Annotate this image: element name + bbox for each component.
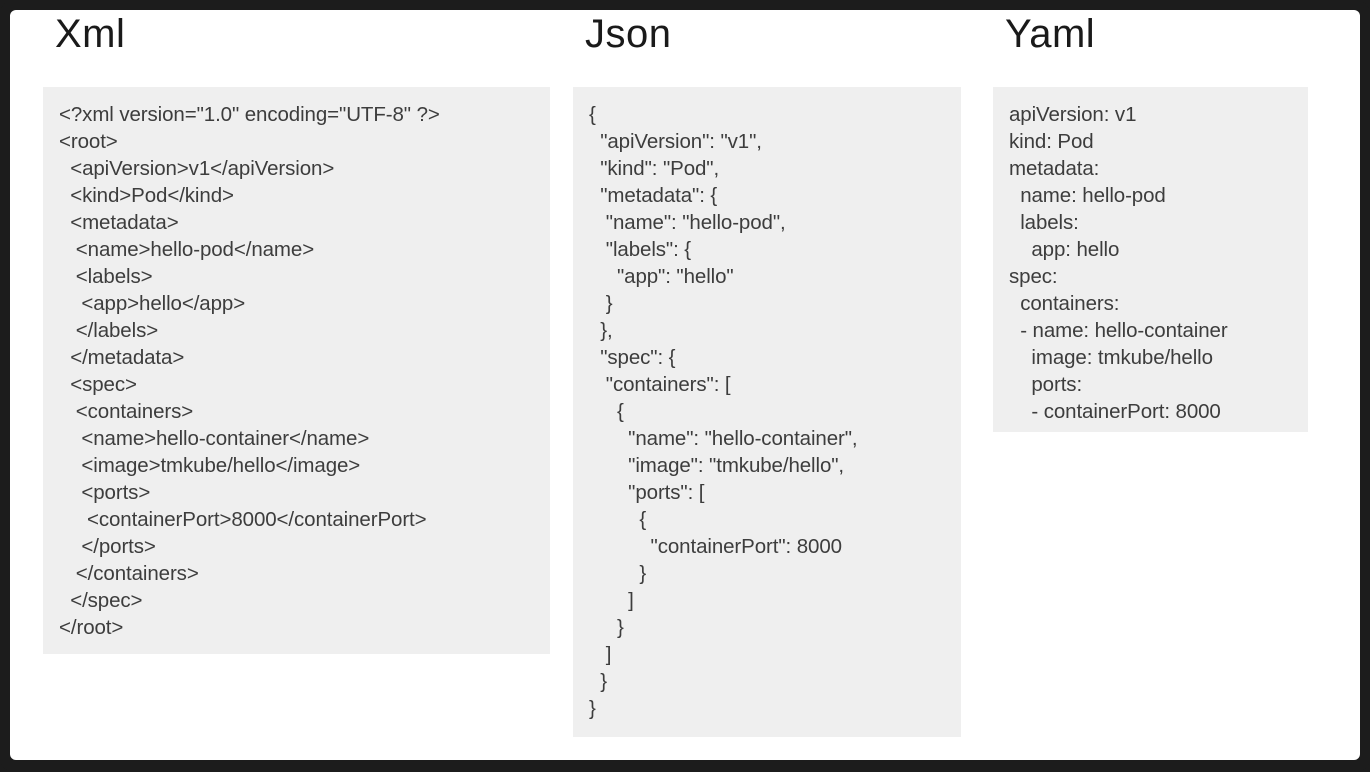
code-line: <spec>: [59, 373, 137, 396]
code-line: }: [589, 292, 613, 315]
code-line: metadata:: [1009, 157, 1100, 180]
column-heading-xml: Xml: [55, 12, 126, 56]
column-xml: Xml <?xml version="1.0" encoding="UTF-8"…: [43, 14, 550, 654]
code-line: }: [589, 616, 624, 639]
code-line: <?xml version="1.0" encoding="UTF-8" ?>: [59, 103, 440, 126]
code-line: - containerPort: 8000: [1009, 400, 1221, 423]
code-line: image: tmkube/hello: [1009, 346, 1213, 369]
code-line: ports:: [1009, 373, 1083, 396]
column-heading-yaml: Yaml: [1005, 12, 1096, 56]
code-line: <labels>: [59, 265, 153, 288]
code-line: <metadata>: [59, 211, 179, 234]
column-heading-json: Json: [585, 12, 672, 56]
code-line: {: [589, 508, 647, 531]
code-line: ]: [589, 643, 612, 666]
slide-canvas: Xml <?xml version="1.0" encoding="UTF-8"…: [10, 10, 1360, 760]
code-line: "containerPort": 8000: [589, 535, 842, 558]
code-line: containers:: [1009, 292, 1120, 315]
code-line: }: [589, 562, 647, 585]
code-line: </metadata>: [59, 346, 185, 369]
code-line: </spec>: [59, 589, 143, 612]
code-line: <app>hello</app>: [59, 292, 246, 315]
code-line: - name: hello-container: [1009, 319, 1228, 342]
code-line: name: hello-pod: [1009, 184, 1166, 207]
code-line: ]: [589, 589, 634, 612]
code-line: <containers>: [59, 400, 194, 423]
code-line: }: [589, 670, 607, 693]
code-line: "name": "hello-pod",: [589, 211, 786, 234]
code-line: "labels": {: [589, 238, 692, 261]
code-line: "spec": {: [589, 346, 676, 369]
code-line: </containers>: [59, 562, 199, 585]
code-line: "ports": [: [589, 481, 705, 504]
code-line: spec:: [1009, 265, 1058, 288]
code-line: }: [589, 697, 596, 720]
code-line: </ports>: [59, 535, 156, 558]
code-line: <root>: [59, 130, 118, 153]
code-line: <name>hello-container</name>: [59, 427, 370, 450]
code-line: </labels>: [59, 319, 159, 342]
code-line: "metadata": {: [589, 184, 718, 207]
code-line: "containers": [: [589, 373, 731, 396]
code-line: <kind>Pod</kind>: [59, 184, 234, 207]
code-line: {: [589, 103, 596, 126]
code-line: app: hello: [1009, 238, 1120, 261]
code-line: <image>tmkube/hello</image>: [59, 454, 361, 477]
code-line: <apiVersion>v1</apiVersion>: [59, 157, 335, 180]
column-json: Json { "apiVersion": "v1", "kind": "Pod"…: [573, 14, 961, 737]
code-line: labels:: [1009, 211, 1079, 234]
code-line: kind: Pod: [1009, 130, 1094, 153]
code-line: <name>hello-pod</name>: [59, 238, 315, 261]
code-line: "app": "hello": [589, 265, 734, 288]
code-panel-json: { "apiVersion": "v1", "kind": "Pod", "me…: [573, 87, 961, 737]
code-panel-xml: <?xml version="1.0" encoding="UTF-8" ?> <…: [43, 87, 550, 654]
column-yaml: Yaml apiVersion: v1 kind: Pod metadata: na…: [993, 14, 1308, 432]
code-line: },: [589, 319, 613, 342]
code-line: </root>: [59, 616, 124, 639]
code-line: <ports>: [59, 481, 151, 504]
code-line: "apiVersion": "v1",: [589, 130, 762, 153]
code-line: <containerPort>8000</containerPort>: [59, 508, 427, 531]
code-panel-yaml: apiVersion: v1 kind: Pod metadata: name: h…: [993, 87, 1308, 432]
code-line: "image": "tmkube/hello",: [589, 454, 845, 477]
code-line: apiVersion: v1: [1009, 103, 1137, 126]
code-line: {: [589, 400, 624, 423]
code-line: "name": "hello-container",: [589, 427, 858, 450]
code-line: "kind": "Pod",: [589, 157, 720, 180]
